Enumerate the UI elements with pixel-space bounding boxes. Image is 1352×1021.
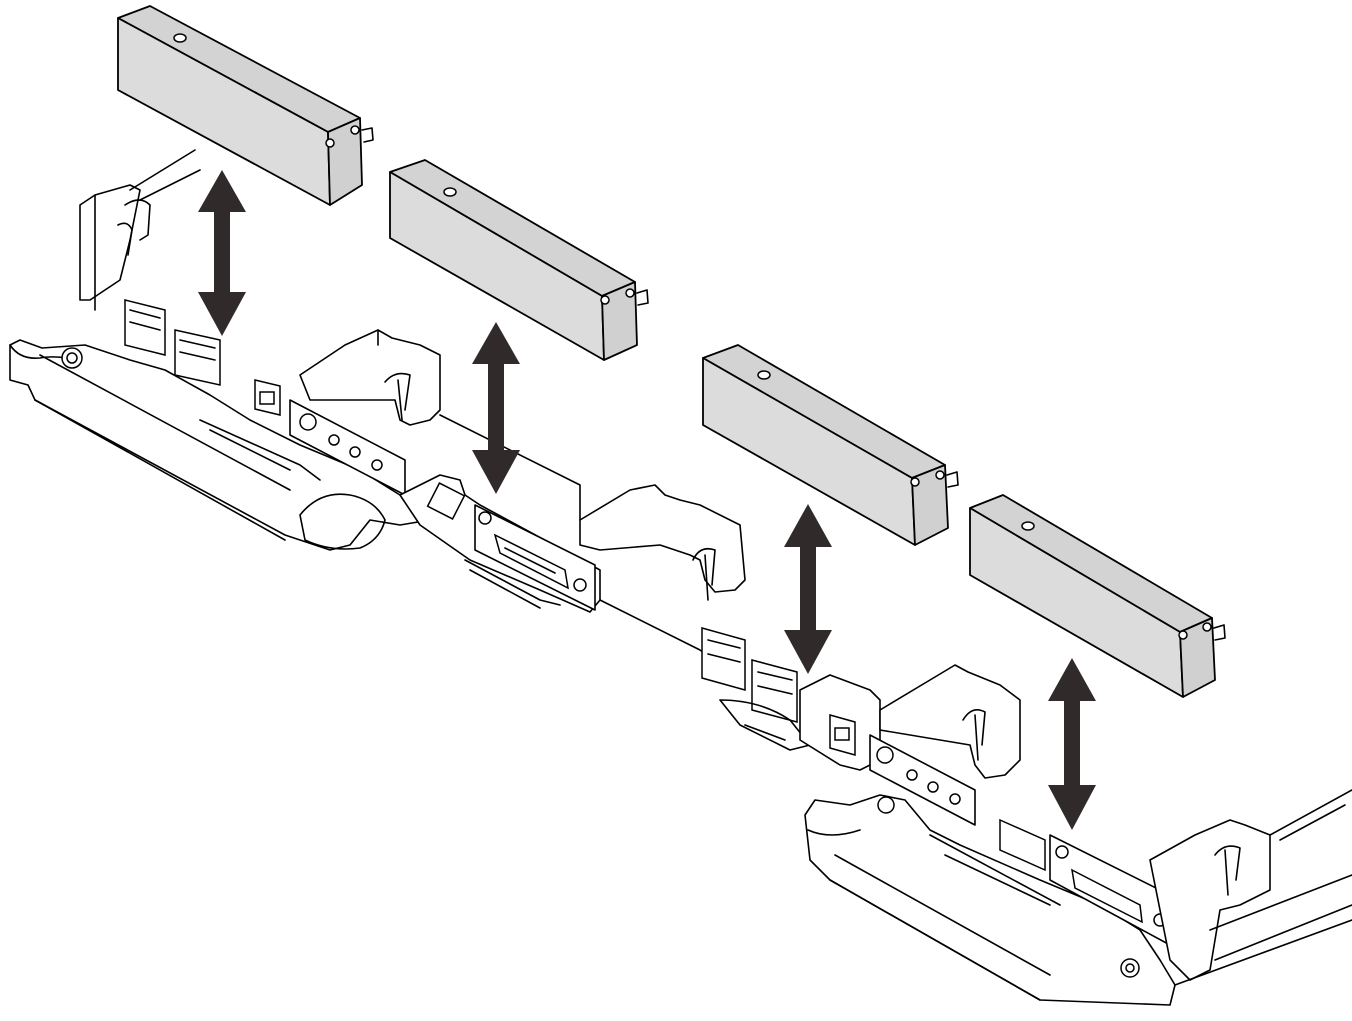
middle-node-tray xyxy=(399,414,746,666)
left-port-cages xyxy=(124,299,281,416)
right-node-tray xyxy=(701,627,1352,1006)
filler-blank-3 xyxy=(702,344,959,546)
filler-blank-1 xyxy=(117,5,374,206)
arrow-4 xyxy=(1048,658,1096,830)
arrow-2 xyxy=(472,322,520,494)
double-headed-vertical-arrow-icon xyxy=(198,170,246,336)
left-node-tray xyxy=(9,149,441,551)
double-headed-vertical-arrow-icon xyxy=(472,322,520,494)
double-headed-vertical-arrow-icon xyxy=(784,504,832,674)
double-headed-vertical-arrow-icon xyxy=(1048,658,1096,830)
arrow-3 xyxy=(784,504,832,674)
arrow-1 xyxy=(198,170,246,336)
filler-blank-4 xyxy=(969,494,1226,698)
filler-blank-2 xyxy=(389,159,649,361)
